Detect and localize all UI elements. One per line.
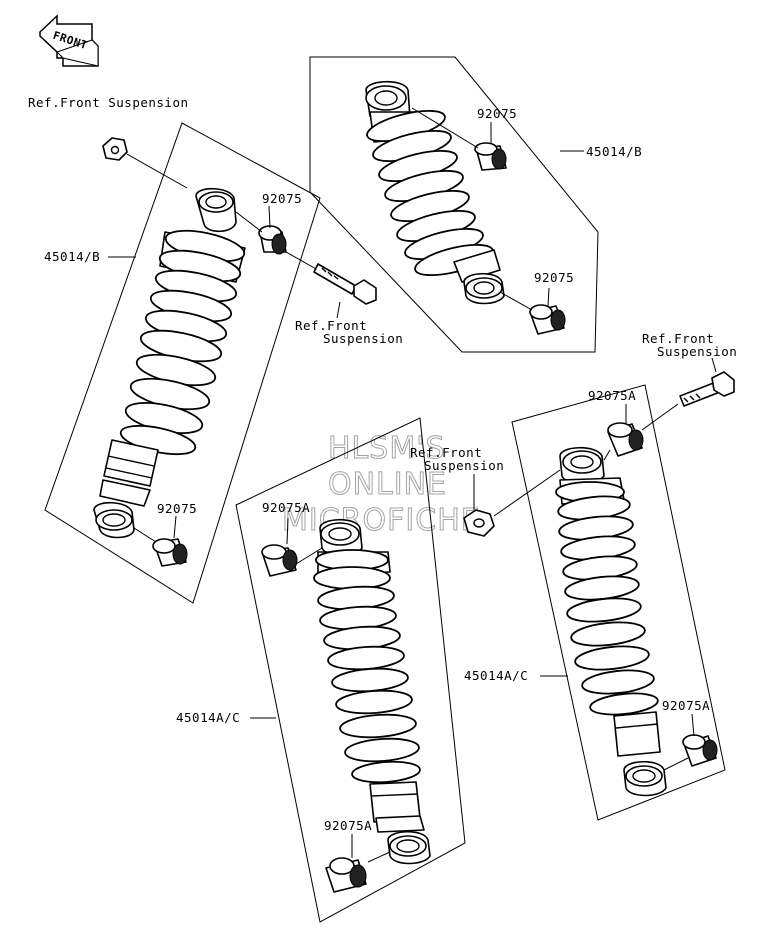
shock-assembly-lower-right xyxy=(463,357,735,821)
assembly-frame xyxy=(309,56,599,353)
mount-bolt xyxy=(679,371,735,407)
bushing-top xyxy=(607,422,644,457)
part-number-45014b: 45014/B xyxy=(586,144,642,159)
part-number-92075: 92075 xyxy=(534,270,574,285)
top-eye xyxy=(319,518,363,557)
part-number-45014ac: 45014A/C xyxy=(464,668,528,683)
watermark-line-3: MICROFICHE xyxy=(282,503,481,538)
spring-coils xyxy=(313,549,425,833)
bushing-bottom xyxy=(325,857,367,893)
front-arrow-icon: FRONT xyxy=(39,14,99,67)
part-number-92075: 92075 xyxy=(477,106,517,121)
suspension-label: Suspension xyxy=(657,344,737,359)
bottom-eye xyxy=(387,830,431,865)
shock-assembly-lower-center xyxy=(235,417,466,923)
bushing-bottom xyxy=(152,538,188,567)
spring-coils xyxy=(555,477,661,757)
mount-bolt xyxy=(313,263,377,305)
ref-front-suspension-label: Ref.Front Suspension xyxy=(28,95,189,110)
bushing-top xyxy=(474,142,507,171)
bottom-eye xyxy=(623,760,667,797)
shock-assembly-upper-right xyxy=(309,56,599,353)
ref-front-label: Ref.Front xyxy=(410,445,482,460)
part-labels: Ref.Front Suspension 45014/B 92075 Ref.F… xyxy=(28,95,737,833)
part-number-92075a: 92075A xyxy=(262,500,310,515)
bushing-top xyxy=(261,544,298,577)
part-number-92075a: 92075A xyxy=(588,388,636,403)
part-number-92075: 92075 xyxy=(262,191,302,206)
suspension-label: Suspension xyxy=(323,331,403,346)
ref-front-label: Ref.Front xyxy=(642,331,714,346)
spring-coils xyxy=(366,109,501,283)
bushing-bottom xyxy=(682,734,718,767)
bottom-eye xyxy=(93,501,135,539)
suspension-label: Suspension xyxy=(424,458,504,473)
assembly-frame xyxy=(235,417,466,923)
flange-nut xyxy=(463,509,495,537)
spring-coils xyxy=(99,229,246,507)
bushing-bottom xyxy=(529,304,566,335)
assembly-frame xyxy=(44,122,321,604)
ref-front-label: Ref.Front xyxy=(295,318,367,333)
bushing-top xyxy=(258,225,287,255)
part-number-45014b: 45014/B xyxy=(44,249,100,264)
top-eye xyxy=(559,446,605,485)
top-eye xyxy=(195,187,237,233)
part-number-92075: 92075 xyxy=(157,501,197,516)
part-number-92075a: 92075A xyxy=(662,698,710,713)
bottom-eye xyxy=(463,272,505,305)
watermark-line-1: HLSM'S xyxy=(328,431,446,466)
part-number-92075a: 92075A xyxy=(324,818,372,833)
flange-nut xyxy=(102,137,128,161)
part-number-45014ac: 45014A/C xyxy=(176,710,240,725)
shock-assembly-upper-left xyxy=(44,122,377,604)
assembly-frame xyxy=(511,384,726,821)
